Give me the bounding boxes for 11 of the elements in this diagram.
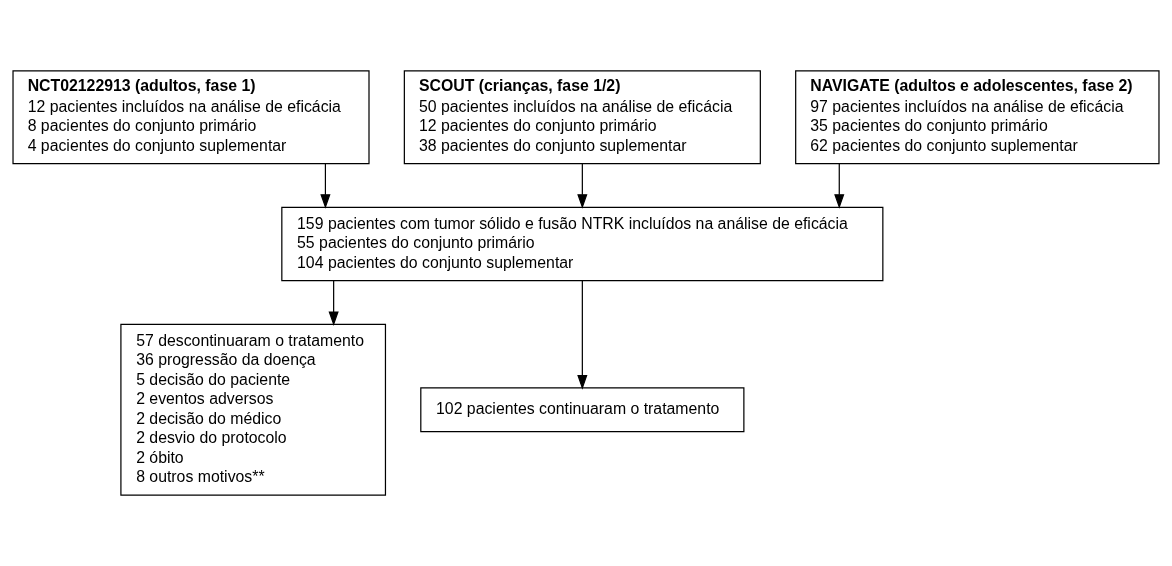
node-box: NAVIGATE (adultos e adolescentes, fase 2) 97 pacientes incluídos na análise de eficácia 35 pacientes do conjunto primário 62 pacientes do conjunto suplementar (795, 70, 1160, 165)
arrow (577, 163, 588, 209)
node-box: SCOUT (crianças, fase 1/2) 50 pacientes incluídos na análise de eficácia 12 pacientes do conjunto primário 38 pacientes do conjunto suplementar (403, 70, 761, 165)
node-box: 57 descontinuaram o tratamento 36 progressão da doença 5 decisão do paciente 2 eventos adversos 2 decisão do médico 2 desvio do protocolo 2 óbito 8 outros motivos** (120, 323, 387, 496)
arrow (834, 163, 845, 209)
node-box: NCT02122913 (adultos, fase 1) 12 pacientes incluídos na análise de eficácia 8 pacientes do conjunto primário 4 pacientes do conjunto suplementar (12, 70, 370, 165)
arrow (577, 280, 588, 390)
node-box: 102 pacientes continuaram o tratamento (420, 387, 745, 433)
node-box: 159 pacientes com tumor sólido e fusão NTRK incluídos na análise de eficácia 55 pacientes do conjunto primário 104 pacientes do conjunto suplementar (281, 206, 884, 282)
arrow (328, 280, 339, 327)
arrow (320, 163, 331, 209)
